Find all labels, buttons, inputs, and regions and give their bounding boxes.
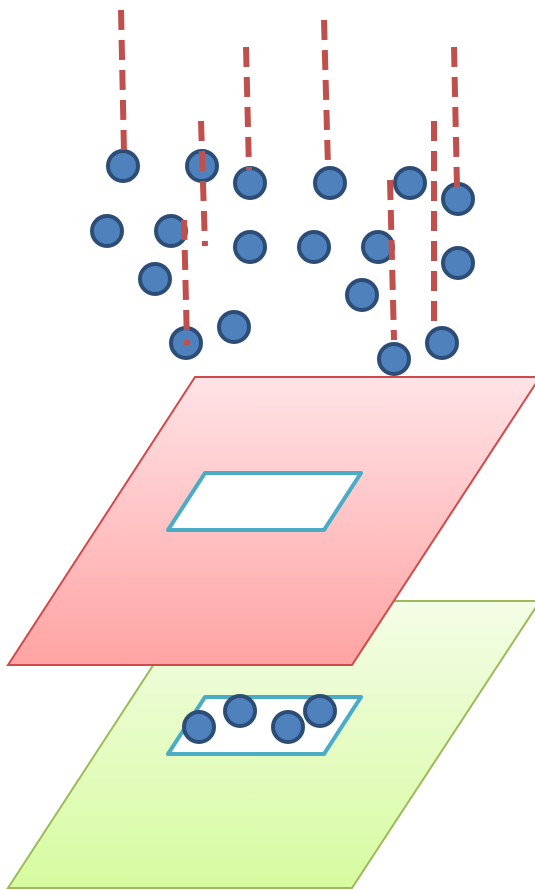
particle — [217, 310, 251, 344]
particle — [377, 342, 411, 376]
particle — [90, 214, 124, 248]
captured-particle — [223, 694, 257, 728]
particle-trajectories — [118, 9, 460, 346]
falling-particles — [90, 149, 475, 376]
particle — [441, 182, 475, 216]
captured-particle — [303, 694, 337, 728]
trajectory-line — [181, 219, 190, 346]
trajectory-line — [118, 9, 127, 153]
particle — [361, 230, 395, 264]
particle — [425, 326, 459, 360]
top-plane — [6, 376, 535, 666]
top-aperture — [166, 471, 363, 532]
captured-particles — [182, 694, 337, 744]
trajectory-line — [451, 46, 460, 189]
bottom-plane — [6, 600, 535, 889]
particle — [138, 262, 172, 296]
particle — [393, 166, 427, 200]
particle — [345, 278, 379, 312]
particle — [106, 149, 140, 183]
trajectory-line — [243, 46, 252, 171]
trajectory-line — [387, 179, 397, 341]
particle — [233, 230, 267, 264]
particle — [313, 166, 347, 200]
particle — [441, 246, 475, 280]
trajectory-line — [321, 19, 331, 169]
particle — [297, 230, 331, 264]
trajectory-line — [198, 120, 208, 247]
captured-particle — [271, 710, 305, 744]
particle — [233, 166, 267, 200]
captured-particle — [182, 710, 216, 744]
